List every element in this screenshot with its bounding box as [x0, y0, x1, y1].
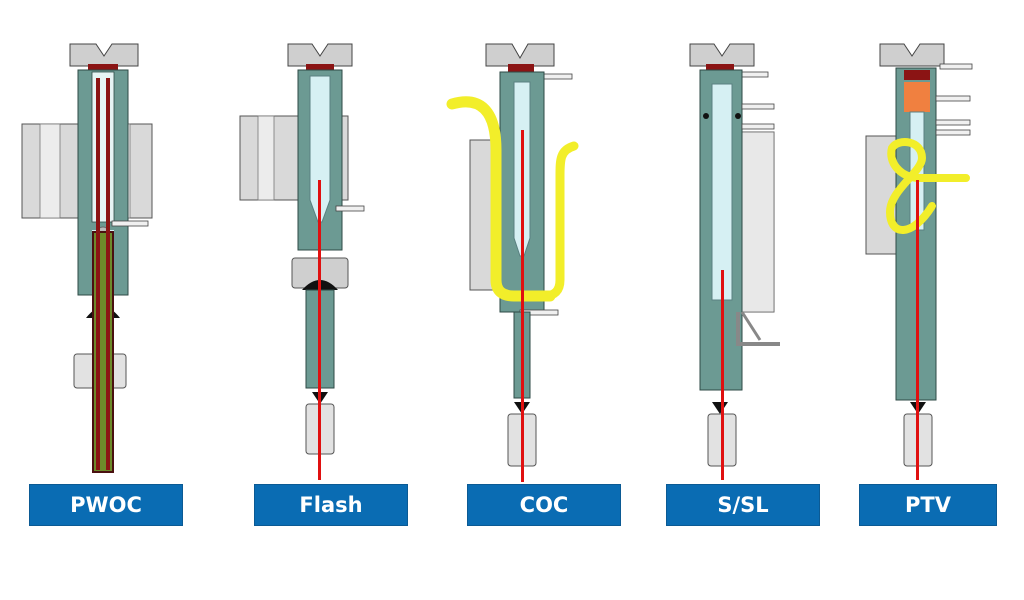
- coc-column: [521, 130, 524, 482]
- ptv-inlet: [865, 43, 973, 480]
- coc-septum: [508, 64, 534, 72]
- flash-septum: [306, 64, 334, 70]
- coc-septum-nut: [485, 43, 555, 67]
- pwoc-inlet: [21, 43, 153, 473]
- ssl-septum-nut: [689, 43, 755, 67]
- ptv-septum-nut: [879, 43, 945, 67]
- ptv-septum: [904, 70, 930, 80]
- flash-inlet: [239, 43, 365, 480]
- flash-liner: [309, 75, 331, 223]
- label-pwoc: PWOC: [29, 484, 183, 526]
- ssl-column: [721, 270, 724, 480]
- label-flash: Flash: [254, 484, 408, 526]
- pwoc-septum: [88, 64, 118, 70]
- ssl-inlet: [689, 43, 780, 480]
- ptv-cooling-line: [885, 138, 970, 234]
- ptv-septum-head: [904, 82, 930, 112]
- flash-septum-nut: [287, 43, 353, 67]
- label-ptv: PTV: [859, 484, 997, 526]
- ptv-column: [916, 180, 919, 480]
- coc-cooling-line-right: [539, 141, 579, 301]
- flash-column: [318, 180, 321, 480]
- label-ssl: S/SL: [666, 484, 820, 526]
- pwoc-septum-nut: [69, 43, 139, 67]
- ssl-septum: [706, 64, 734, 70]
- coc-inlet: [446, 43, 579, 482]
- label-coc: COC: [467, 484, 621, 526]
- coc-cooling-line-left: [446, 96, 556, 302]
